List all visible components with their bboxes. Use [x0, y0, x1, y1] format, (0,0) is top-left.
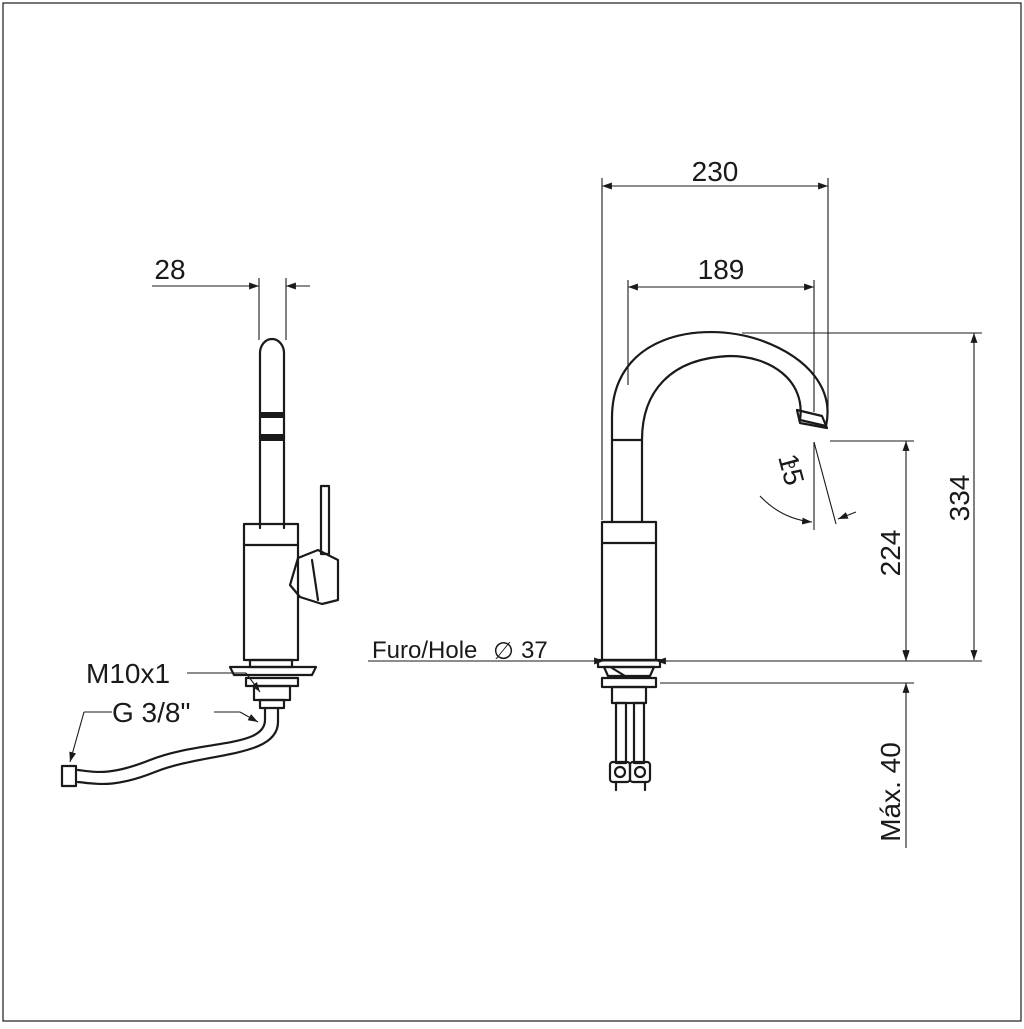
front-aerator — [795, 408, 829, 430]
front-view: 230 189 334 224 Máx. 40 Furo/Hole ∅ 37 1… — [368, 156, 982, 848]
front-supply-tube-left — [614, 701, 628, 765]
hole-label: Furo/Hole — [372, 637, 477, 664]
dim-width-label: 28 — [154, 254, 185, 285]
side-washer — [244, 676, 300, 688]
side-lever-handle — [319, 484, 331, 556]
dim-angle-unit: ° — [787, 457, 797, 484]
side-body — [242, 522, 300, 662]
side-spout-band — [261, 412, 283, 418]
side-spout-tube — [258, 337, 286, 530]
hole-value: 37 — [521, 637, 548, 664]
dim-total-height-label: 334 — [944, 475, 975, 522]
side-hose-nut — [60, 764, 78, 788]
side-view: 28 M10x1 G 3/8" — [60, 254, 340, 788]
hole-diameter-symbol: ∅ — [493, 638, 514, 665]
side-hose-outer — [76, 706, 267, 774]
side-hose-inner — [76, 706, 280, 786]
front-supply-tube-right — [632, 701, 646, 765]
dim-overall-reach-label: 230 — [692, 156, 739, 187]
dim-spout-height-label: 224 — [875, 530, 906, 577]
side-base-plate — [228, 665, 318, 677]
side-lever-cap — [288, 548, 340, 606]
front-nut — [610, 685, 648, 705]
hose-label: G 3/8" — [112, 697, 190, 728]
front-spout — [610, 330, 829, 524]
dim-spout-reach-label: 189 — [698, 254, 745, 285]
dim-max-counter-label: Máx. 40 — [875, 742, 906, 842]
side-shank — [258, 698, 286, 710]
front-washer — [600, 676, 658, 689]
thread-label: M10x1 — [86, 658, 170, 689]
side-spout-aerator — [261, 434, 283, 441]
side-nut — [252, 684, 292, 702]
side-lever-edge — [310, 558, 320, 602]
